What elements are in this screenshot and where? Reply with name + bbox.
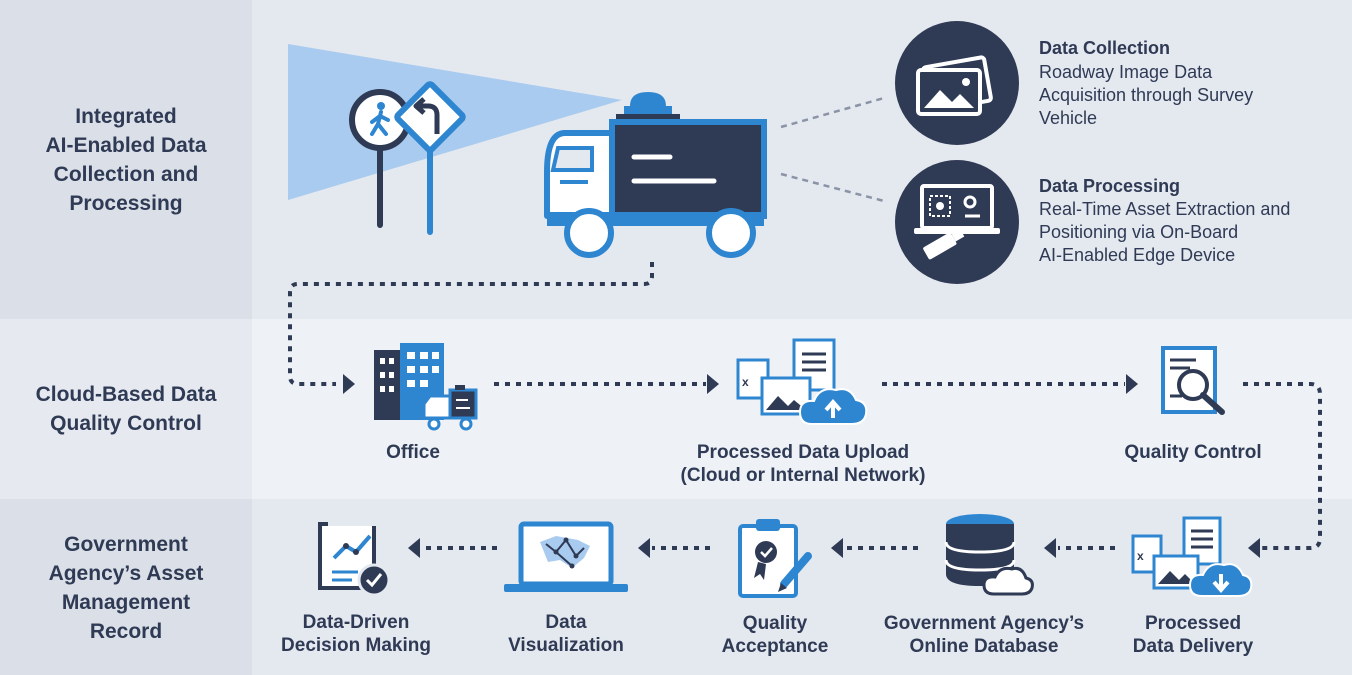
flow-arrow xyxy=(831,538,843,558)
flow-line xyxy=(288,262,654,386)
node-label-delivery: Processed Data Delivery xyxy=(1132,613,1254,657)
info-title-processing: Data Processing xyxy=(1039,176,1181,196)
node-label-database: Government Agency’s Online Database xyxy=(883,613,1085,657)
node-label-quality-control: Quality Control xyxy=(1124,442,1262,463)
flow-arrow xyxy=(707,374,719,394)
cloud-upload-icon: x xyxy=(736,338,868,425)
turn-sign-icon xyxy=(394,81,466,235)
survey-vehicle-icon xyxy=(544,92,767,258)
flow-arrow xyxy=(638,538,650,558)
edge-device-icon xyxy=(895,160,1019,284)
info-desc-processing: Real-Time Asset Extraction and Positioni… xyxy=(1039,199,1291,265)
band-label-panel xyxy=(0,0,252,319)
svg-text:x: x xyxy=(742,375,749,389)
band-label-asset-record: Government Agency’s Asset Management Rec… xyxy=(48,533,204,643)
band-label-quality-control: Cloud-Based Data Quality Control xyxy=(35,383,217,435)
office-building-icon xyxy=(374,343,478,431)
info-desc-collection: Roadway Image Data Acquisition through S… xyxy=(1039,62,1254,128)
flow-arrow xyxy=(1126,374,1138,394)
clipboard-badge-icon xyxy=(738,519,812,598)
band-label-panel xyxy=(0,499,252,675)
flow-arrow xyxy=(1248,538,1260,558)
flow-arrow xyxy=(408,538,420,558)
node-label-office: Office xyxy=(386,442,440,463)
report-check-icon xyxy=(318,518,391,597)
connector-line xyxy=(780,96,885,129)
connector-line xyxy=(780,172,885,203)
flow-arrow xyxy=(1044,538,1056,558)
node-label-upload: Processed Data Upload (Cloud or Internal… xyxy=(680,442,926,486)
node-label-visualization: Data Visualization xyxy=(508,612,624,656)
svg-text:x: x xyxy=(1137,549,1144,563)
info-title-collection: Data Collection xyxy=(1039,38,1171,58)
laptop-map-icon xyxy=(504,521,628,592)
document-search-icon xyxy=(1161,346,1225,415)
pedestrian-sign-icon xyxy=(349,89,411,228)
flow-arrow xyxy=(343,374,355,394)
node-label-acceptance: Quality Acceptance xyxy=(721,613,829,657)
cloud-download-icon: x xyxy=(1131,516,1253,597)
flow-line xyxy=(1243,382,1322,550)
band-label-collection: Integrated AI-Enabled Data Collection an… xyxy=(45,105,207,215)
database-icon xyxy=(944,514,1034,596)
band-label-panel xyxy=(0,319,252,499)
node-label-decision: Data-Driven Decision Making xyxy=(281,612,431,656)
photos-icon xyxy=(895,21,1019,145)
